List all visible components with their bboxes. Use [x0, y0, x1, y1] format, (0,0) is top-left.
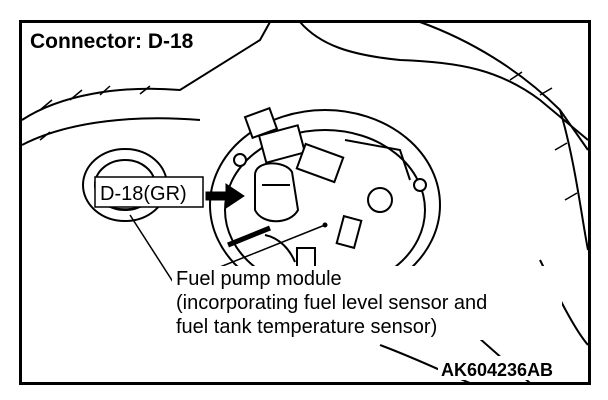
figure-title: Connector: D-18 — [30, 30, 194, 53]
callout-line-3: fuel tank temperature sensor) — [176, 316, 437, 338]
connector-arrow — [205, 183, 245, 209]
connector-label: D-18(GR) — [100, 183, 187, 205]
connector-label-box — [94, 176, 204, 208]
callout-line-2: (incorporating fuel level sensor and — [176, 292, 487, 314]
fuel-pump-connector — [227, 106, 345, 271]
title-backing — [23, 24, 230, 54]
callout-line-1: Fuel pump module — [176, 268, 342, 290]
leader-dot — [322, 222, 328, 228]
callout-backing — [172, 266, 562, 340]
figure-id: AK604236AB — [441, 360, 553, 380]
figure-id-backing — [438, 356, 586, 380]
body-hatching — [39, 71, 578, 201]
